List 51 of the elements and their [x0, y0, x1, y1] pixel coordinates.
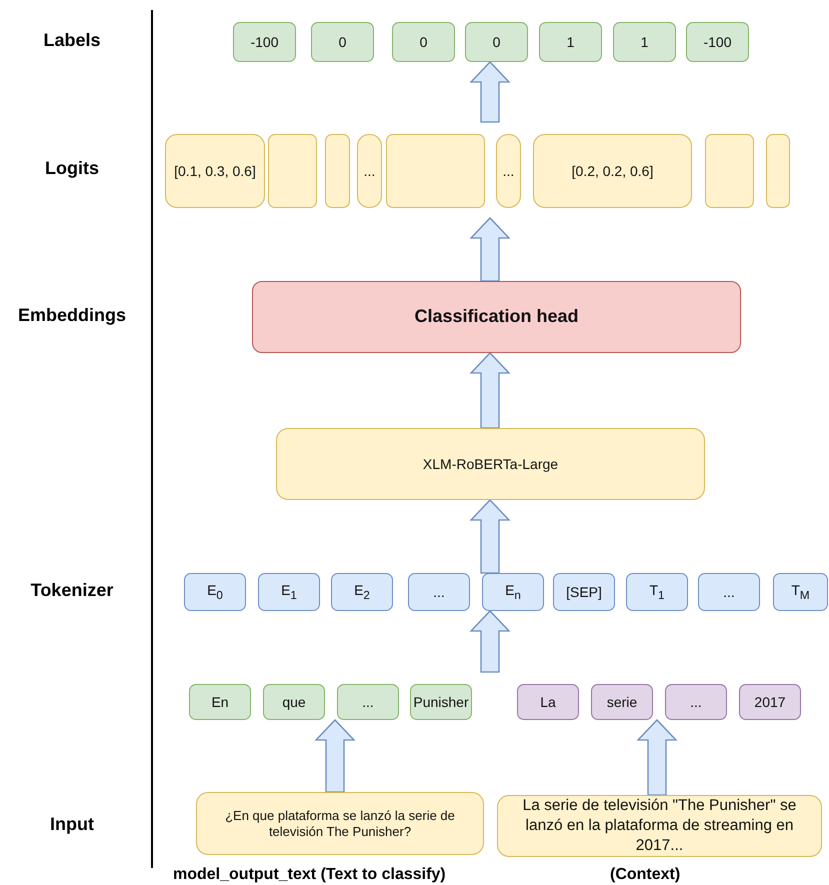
logit-box: [766, 134, 790, 208]
block-arrow: [469, 217, 511, 282]
word-token-box: ...: [337, 684, 399, 720]
input-caption: model_output_text (Text to classify): [173, 866, 446, 884]
classification-head-box: Classification head: [252, 281, 741, 353]
token-box: T$_{M}$: [773, 573, 828, 611]
block-arrow: [469, 499, 511, 574]
block-arrow: [469, 352, 511, 429]
label-box: -100: [233, 22, 296, 62]
row-heading: Logits: [44, 158, 100, 179]
token-box: ...: [698, 573, 760, 611]
token-box: [SEP]: [553, 573, 615, 611]
word-token-box: La: [517, 684, 579, 720]
logit-box: [705, 134, 754, 208]
token-box: E$_{0}$: [184, 573, 246, 611]
label-box: 1: [539, 22, 602, 62]
word-token-box: que: [263, 684, 325, 720]
label-box: 0: [311, 22, 374, 62]
block-arrow: [314, 719, 356, 793]
row-heading: Tokenizer: [30, 580, 114, 601]
label-box: -100: [686, 22, 749, 62]
token-box: ...: [408, 573, 470, 611]
logit-box: [0.1, 0.3, 0.6]: [165, 134, 265, 208]
row-heading: Input: [49, 814, 95, 835]
word-token-box: 2017: [739, 684, 801, 720]
context-text-box: La serie de televisión "The Punisher" se lanzó en la plataforma de streaming en 2017...: [497, 795, 822, 857]
token-box: E$_{n}$: [482, 573, 544, 611]
block-arrow: [469, 61, 511, 123]
input-text-box: ¿En que plataforma se lanzó la serie de televisión The Punisher?: [196, 792, 484, 855]
token-box: E$_{1}$: [258, 573, 320, 611]
logit-box: [325, 134, 350, 208]
logit-box: [386, 134, 485, 208]
word-token-box: ...: [665, 684, 727, 720]
label-box: 1: [613, 22, 676, 62]
block-arrow: [636, 719, 678, 796]
block-arrow: [469, 610, 511, 673]
logit-box: ...: [496, 134, 521, 208]
word-token-box: En: [189, 684, 251, 720]
logit-box: ...: [357, 134, 382, 208]
label-box: 0: [465, 22, 528, 62]
logit-box: [268, 134, 317, 208]
logit-box: [0.2, 0.2, 0.6]: [533, 134, 692, 208]
label-box: 0: [392, 22, 455, 62]
row-heading: Embeddings: [16, 305, 127, 326]
token-box: T$_{1}$: [626, 573, 688, 611]
input-caption: (Context): [610, 866, 680, 884]
model-box: XLM-RoBERTa-Large: [276, 428, 705, 500]
word-token-box: serie: [591, 684, 653, 720]
word-token-box: Punisher: [410, 684, 472, 720]
token-box: E$_{2}$: [331, 573, 393, 611]
row-heading: Labels: [42, 30, 102, 51]
